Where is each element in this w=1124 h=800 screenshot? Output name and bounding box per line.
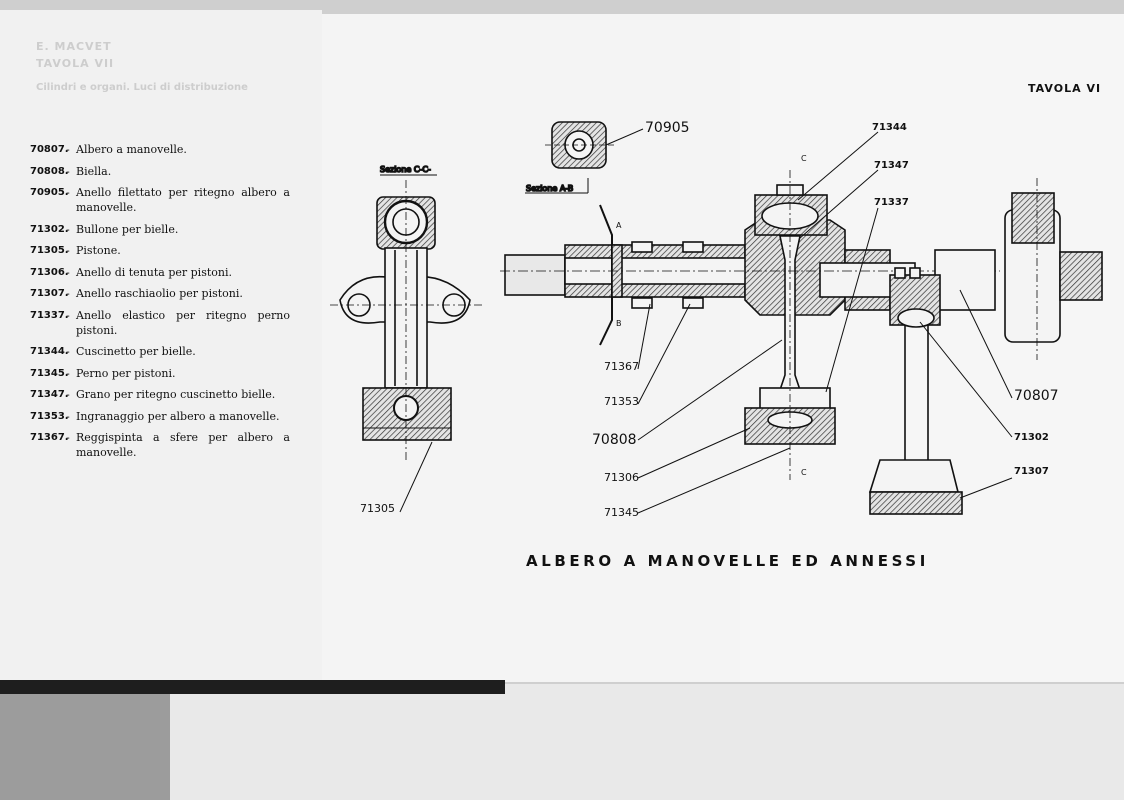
legend-item: 71306.-Anello di tenuta per pistoni.	[30, 265, 290, 280]
legend-item: 71345.-Perno per pistoni.	[30, 366, 290, 381]
label-70905: 70905	[645, 120, 690, 136]
legend-code: 71367.	[30, 432, 69, 443]
section-mark-c-top: C	[801, 154, 807, 163]
legend-text: Anello raschiaolio per pistoni.	[76, 287, 243, 300]
crankshaft-assembly	[500, 170, 1000, 480]
legend-item: 71302.-Bullone per bielle.	[30, 222, 290, 237]
label-71337: 71337	[874, 197, 909, 208]
legend-text: Perno per pistoni.	[76, 366, 176, 380]
legend-code: 71302.	[30, 223, 69, 235]
legend-code: 70905.	[30, 187, 69, 198]
legend-item: 70807.-Albero a manovelle.	[30, 142, 290, 157]
label-71367: 71367	[604, 360, 639, 373]
section-mark-c-bottom: C	[801, 468, 807, 477]
label-71347: 71347	[874, 160, 909, 171]
legend-text: Ingranaggio per albero a manovelle.	[76, 409, 280, 423]
legend-code: 71345.	[30, 367, 69, 379]
legend-dash: -	[66, 308, 70, 322]
legend-dash: -	[66, 366, 70, 380]
label-71302: 71302	[1014, 432, 1049, 443]
legend-code: 71305.	[30, 245, 69, 256]
legend-item: 71305.-Pistone.	[30, 243, 290, 258]
legend-code: 71307.	[30, 288, 69, 299]
legend-text: Cuscinetto per bielle.	[76, 345, 196, 358]
legend-text: Anello filettato per ritegno albero a ma…	[76, 186, 290, 214]
label-71344: 71344	[872, 122, 907, 133]
parts-legend: 70807.-Albero a manovelle. 70808.-Biella…	[30, 142, 290, 467]
legend-text: Grano per ritegno cuscinetto bielle.	[76, 388, 276, 401]
bottom-shadow	[0, 694, 170, 800]
label-71306: 71306	[604, 471, 639, 484]
legend-item: 71353.-Ingranaggio per albero a manovell…	[30, 409, 290, 424]
legend-text: Bullone per bielle.	[76, 222, 179, 236]
legend-text: Anello di tenuta per pistoni.	[76, 265, 232, 279]
legend-dash: -	[66, 287, 70, 300]
legend-dash: -	[66, 409, 70, 423]
plate-title: ALBERO A MANOVELLE ED ANNESSI	[526, 552, 929, 570]
legend-code: 71344.	[30, 346, 69, 357]
right-page	[740, 14, 1124, 682]
legend-item: 71344.-Cuscinetto per bielle.	[30, 344, 290, 359]
legend-dash: -	[66, 143, 70, 156]
bleed-through-caption: Cilindri e organi. Luci di distribuzione	[36, 82, 248, 93]
legend-dash: -	[66, 431, 70, 444]
left-page	[0, 10, 322, 682]
legend-item: 71307.-Anello raschiaolio per pistoni.	[30, 286, 290, 301]
book-cover-edge	[0, 680, 505, 694]
label-71345: 71345	[604, 506, 639, 519]
bottom-board	[162, 684, 1124, 800]
legend-dash: -	[66, 164, 70, 178]
leader-lines	[637, 131, 1013, 514]
section-cc-label: Sezione C-C-	[380, 165, 431, 174]
legend-code: 71353.	[30, 410, 69, 422]
legend-code: 70807.	[30, 144, 69, 155]
legend-dash: -	[66, 186, 70, 199]
connecting-rod-section-cc: Sezione C-C-	[330, 164, 485, 513]
legend-code: 71306.	[30, 266, 69, 278]
legend-item: 70905.-Anello filettato per ritegno albe…	[30, 185, 290, 215]
legend-dash: -	[66, 265, 70, 279]
legend-item: 70808.-Biella.	[30, 164, 290, 179]
legend-dash: -	[66, 345, 70, 358]
label-70808: 70808	[592, 432, 637, 448]
bleed-through-tavola: TAVOLA VII	[36, 57, 115, 70]
legend-item: 71347.-Grano per ritegno cuscinetto biel…	[30, 387, 290, 402]
legend-dash: -	[66, 244, 70, 257]
legend-text: Reggispinta a sfere per albero a manovel…	[76, 431, 290, 459]
legend-item: 71367.-Reggispinta a sfere per albero a …	[30, 430, 290, 460]
label-70807: 70807	[1014, 388, 1059, 404]
right-rod-and-piston	[868, 178, 1103, 515]
legend-code: 71347.	[30, 389, 69, 400]
label-71305: 71305	[360, 502, 395, 515]
legend-dash: -	[66, 388, 70, 401]
legend-item: 71337.-Anello elastico per ritegno perno…	[30, 308, 290, 338]
bleed-through-author: E. MACVET	[36, 40, 112, 53]
legend-text: Biella.	[76, 164, 112, 178]
legend-code: 70808.	[30, 165, 69, 177]
section-mark-a: A	[616, 221, 622, 230]
label-71307: 71307	[1014, 466, 1049, 477]
legend-text: Pistone.	[76, 244, 121, 257]
section-mark-b: B	[616, 319, 622, 328]
threaded-ring-section-ab: Sezione A-B	[525, 121, 644, 194]
plate-number: TAVOLA VI	[1028, 82, 1102, 95]
section-ab-label: Sezione A-B	[526, 184, 573, 193]
legend-text: Albero a manovelle.	[76, 143, 187, 156]
label-71353: 71353	[604, 395, 639, 408]
legend-text: Anello elastico per ritegno perno piston…	[76, 308, 290, 337]
legend-dash: -	[66, 222, 70, 236]
legend-code: 71337.	[30, 309, 69, 321]
